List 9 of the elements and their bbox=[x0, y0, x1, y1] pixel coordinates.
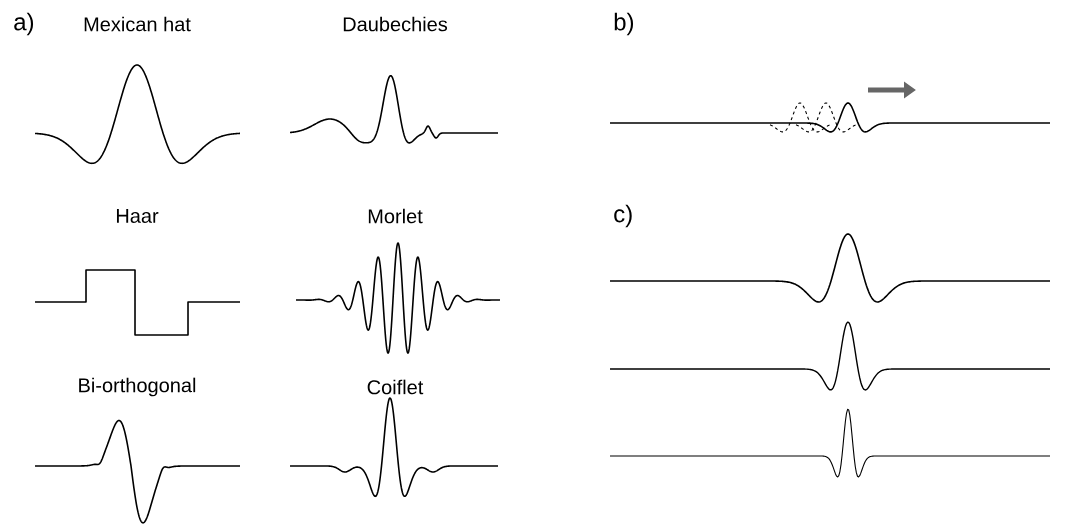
wavelet-name: Daubechies bbox=[343, 16, 448, 32]
wavelet-name: Haar bbox=[117, 209, 159, 223]
panel-label: c) bbox=[614, 204, 632, 228]
panel-label: a) bbox=[14, 12, 34, 36]
wavelet-name: Morlet bbox=[368, 208, 423, 224]
wavelet-name: Coiflet bbox=[367, 379, 424, 395]
wavelet-name: Bi-orthogonal bbox=[79, 377, 196, 397]
panel-label: b) bbox=[614, 12, 634, 36]
wavelet-name: Mexican hat bbox=[84, 16, 191, 32]
